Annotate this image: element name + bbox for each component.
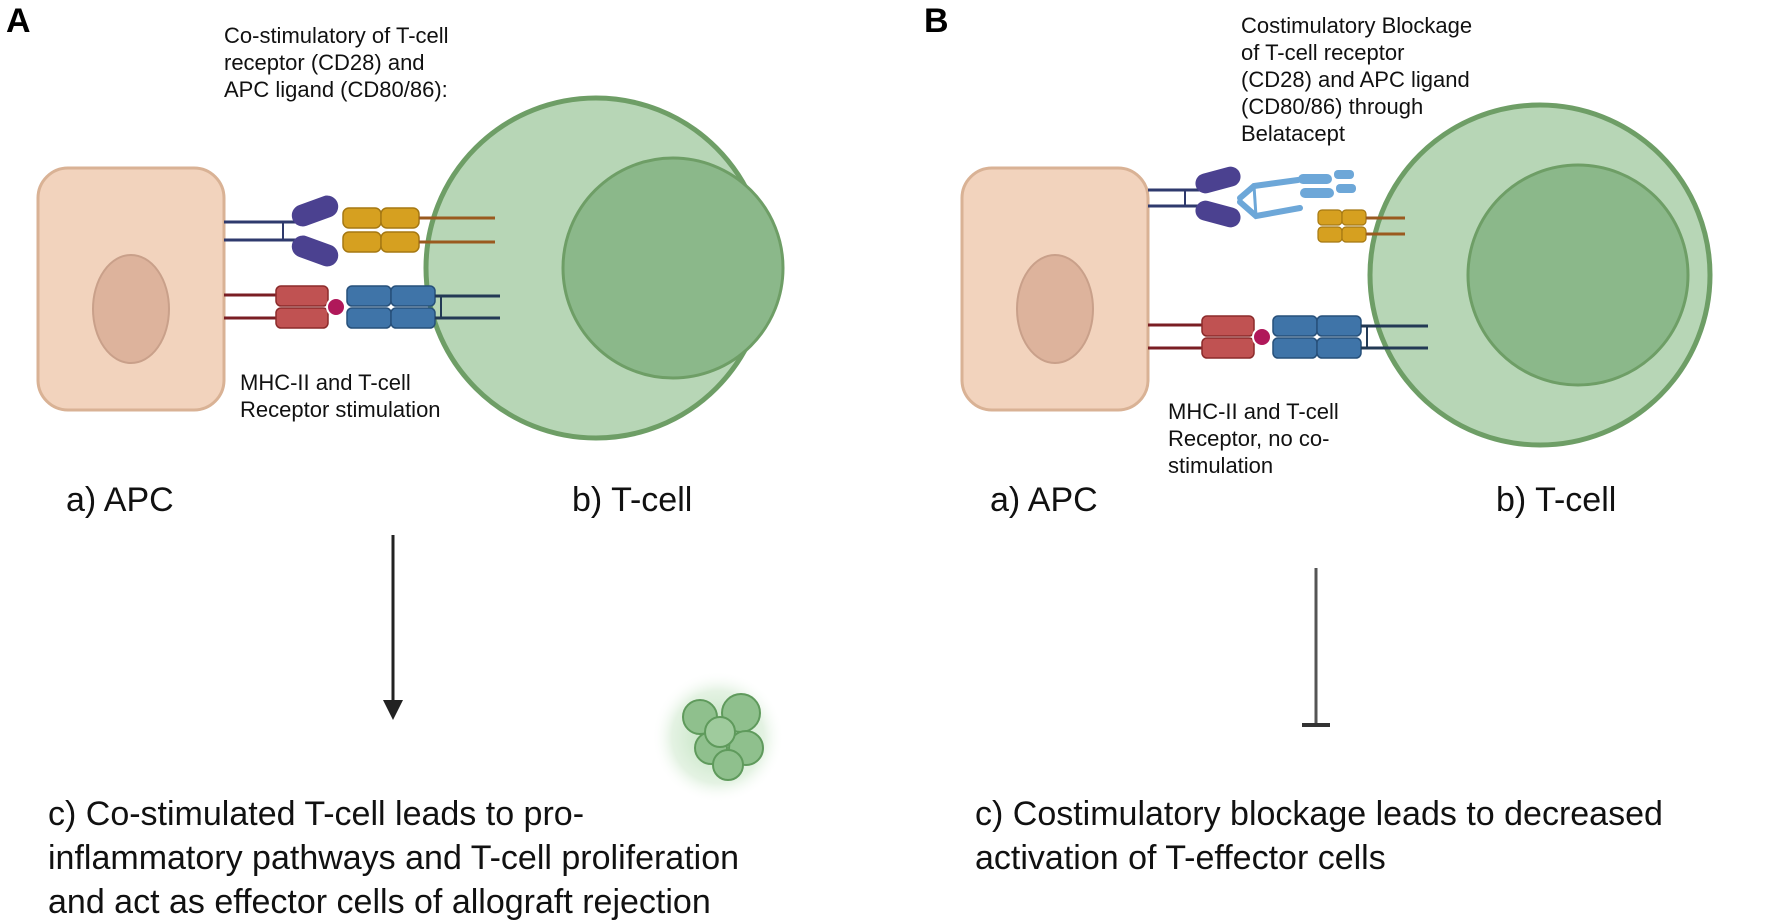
tcell-label-a: b) T-cell <box>572 481 693 519</box>
panel-b-diagram <box>960 102 1713 727</box>
panel-label-b: B <box>924 2 949 40</box>
outcome-a: c) Co-stimulated T-cell leads to pro- in… <box>48 795 740 921</box>
apc-cell-a <box>36 166 226 412</box>
mhc-tcr-binding-b <box>1148 315 1428 359</box>
apc-cell-b <box>960 166 1150 412</box>
panel-label-a: A <box>6 2 31 40</box>
activation-arrow <box>383 535 403 720</box>
apc-label-a: a) APC <box>66 481 174 519</box>
proliferating-tcell-cluster <box>652 671 784 803</box>
apc-label-b: a) APC <box>990 481 1098 519</box>
mhc-label-a: MHC-II and T-cell Receptor stimulation <box>240 370 441 422</box>
cd28-unbound <box>1317 209 1405 243</box>
mhc-label-b: MHC-II and T-cell Receptor, no co- stimu… <box>1168 399 1339 478</box>
outcome-b: c) Costimulatory blockage leads to decre… <box>975 795 1663 877</box>
blockage-label-b: Costimulatory Blockage of T-cell recepto… <box>1241 13 1473 146</box>
panel-a-diagram <box>36 95 785 803</box>
costim-label-a: Co-stimulatory of T-cell receptor (CD28)… <box>224 23 449 102</box>
tcell-a <box>423 95 785 441</box>
cd80-cd28-binding-a <box>224 195 495 267</box>
tcell-label-b: b) T-cell <box>1496 481 1617 519</box>
inhibition-bar <box>1302 568 1330 727</box>
belatacept-blockage <box>1148 166 1356 228</box>
mhc-tcr-binding-a <box>224 285 500 329</box>
tcell-b <box>1367 102 1713 448</box>
